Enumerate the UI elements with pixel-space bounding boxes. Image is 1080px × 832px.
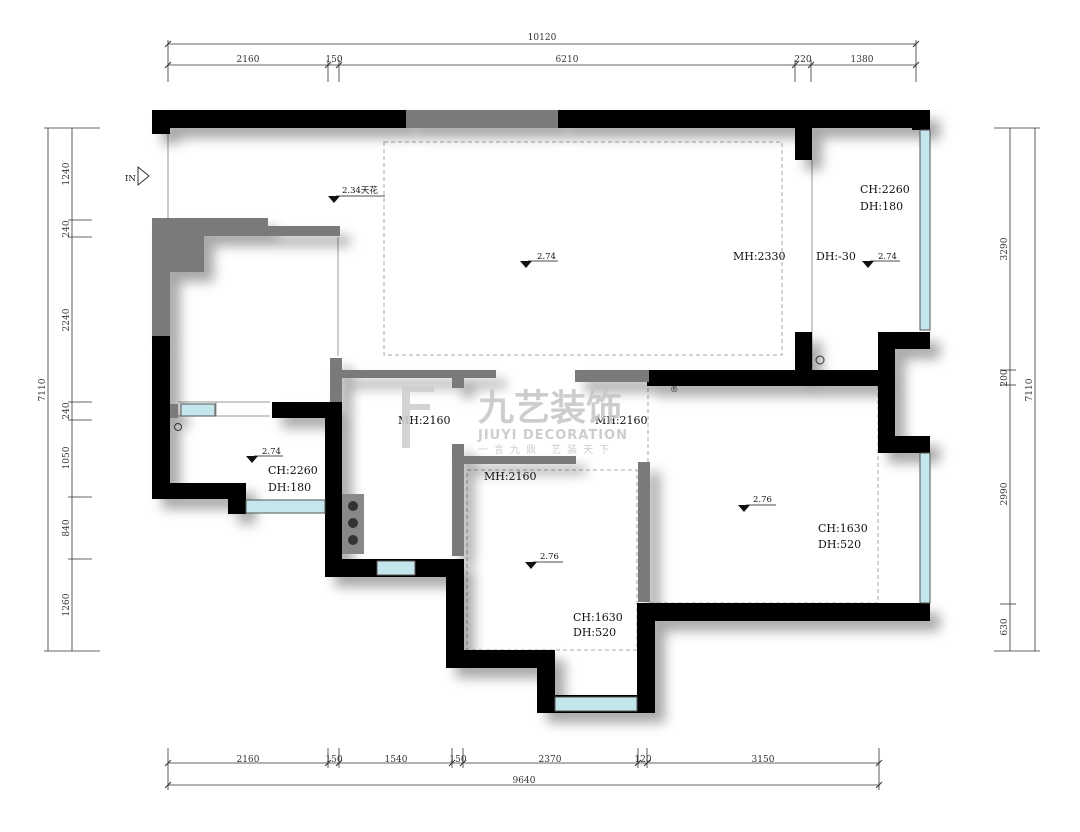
dim-bottom-total: 9640 [513, 776, 536, 786]
dim-left-seg-3: 2240 [62, 308, 72, 331]
balcony-dh: DH:-30 [816, 250, 856, 263]
balcony-dh2: DH:180 [860, 200, 903, 213]
living-mh: MH:2330 [733, 250, 786, 263]
dim-bottom-seg-6: 120 [634, 755, 651, 765]
small-room-ch: CH:1630 [573, 611, 623, 624]
dim-left-seg-6: 840 [62, 519, 72, 536]
dim-top-seg-1: 2160 [237, 55, 260, 65]
elevation-markers [246, 196, 874, 569]
ceiling-label: 2.34天花 [342, 185, 378, 196]
small-room-dh: DH:520 [573, 626, 616, 639]
dim-top-seg-4: 220 [794, 55, 811, 65]
dim-left-seg-2: 240 [62, 220, 72, 237]
dim-top-seg-3: 6210 [556, 55, 579, 65]
dim-top-total: 10120 [528, 33, 557, 43]
dim-top-seg-2: 150 [325, 55, 342, 65]
kitchen-dh: DH:180 [268, 481, 311, 494]
partitions [152, 110, 650, 602]
floor-drain-icon [174, 423, 182, 431]
elevation-living: 2.74 [537, 252, 556, 262]
elevation-balcony: 2.74 [878, 252, 897, 262]
watermark-logo: 九艺装饰 ® JIUYI DECORATION 一言九鼎 艺装天下 [402, 385, 679, 456]
watermark-slogan: 一言九鼎 艺装天下 [478, 443, 615, 456]
balcony-ch: CH:2260 [860, 183, 910, 196]
watermark-reg: ® [670, 385, 679, 395]
dim-right-seg-1: 3290 [1000, 237, 1010, 260]
mh-left: MH:2160 [398, 414, 451, 427]
windows [180, 129, 931, 712]
elevation-small-room: 2.76 [540, 552, 559, 562]
mh-lower: MH:2160 [484, 470, 537, 483]
dim-left-seg-4: 240 [62, 402, 72, 419]
watermark-brand-en: JIUYI DECORATION [477, 428, 628, 443]
logo-mark-icon [402, 386, 434, 448]
mh-mid: MH:2160 [595, 414, 648, 427]
dim-right-seg-2: 200 [1000, 369, 1010, 386]
entry-arrow-icon: IN [125, 165, 150, 187]
dim-top-seg-5: 1380 [851, 55, 874, 65]
dim-right-seg-3: 2990 [1000, 482, 1010, 505]
dim-bottom-seg-2: 150 [325, 755, 342, 765]
kitchen-ch: CH:2260 [268, 464, 318, 477]
entry-label: IN [125, 174, 136, 184]
dim-bottom-seg-3: 1540 [385, 755, 408, 765]
dim-left-total: 7110 [38, 378, 48, 401]
dim-bottom-seg-1: 2160 [237, 755, 260, 765]
dim-bottom-seg-5: 2370 [539, 755, 562, 765]
dim-right-seg-4: 630 [1000, 618, 1010, 635]
elevation-kitchen: 2.74 [262, 447, 281, 457]
stove [342, 494, 364, 554]
dim-left-seg-1: 1240 [62, 162, 72, 185]
dim-bottom-seg-4: 150 [449, 755, 466, 765]
dim-right-total: 7110 [1025, 378, 1035, 401]
dim-left-seg-7: 1260 [62, 593, 72, 616]
dim-left-seg-5: 1050 [62, 446, 72, 469]
dimensions [44, 40, 1040, 790]
elevation-bedroom: 2.76 [753, 495, 772, 505]
dim-bottom-seg-7: 3150 [752, 755, 775, 765]
bedroom-ch: CH:1630 [818, 522, 868, 535]
watermark-brand-cn: 九艺装饰 [478, 388, 622, 429]
bedroom-dh: DH:520 [818, 538, 861, 551]
floor-drain-icon [815, 355, 825, 365]
dimension-ticks [164, 40, 920, 789]
